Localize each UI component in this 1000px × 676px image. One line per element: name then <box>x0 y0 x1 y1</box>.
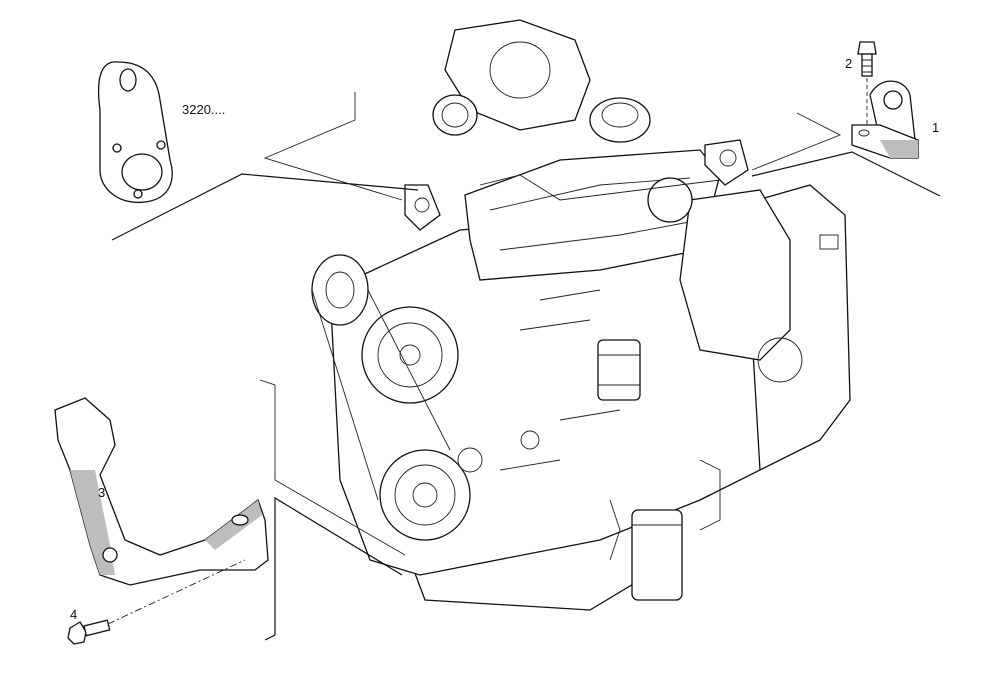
callout-item-3: 3 <box>98 485 105 500</box>
bracket-part-1: 1 <box>851 80 939 159</box>
engine-assembly <box>311 19 851 611</box>
callout-item-2: 2 <box>845 56 852 71</box>
callout-ref-3220: 3220.... <box>182 102 225 117</box>
leader-lines <box>111 92 941 641</box>
support-arm-part-3: 3 <box>54 397 269 586</box>
gasket-plate-part: 3220.... <box>97 61 225 204</box>
callout-item-1: 1 <box>932 120 939 135</box>
callout-item-4: 4 <box>70 607 77 622</box>
bolt-part-4: 4 <box>67 559 246 645</box>
bolt-part-2: 2 <box>845 41 877 125</box>
